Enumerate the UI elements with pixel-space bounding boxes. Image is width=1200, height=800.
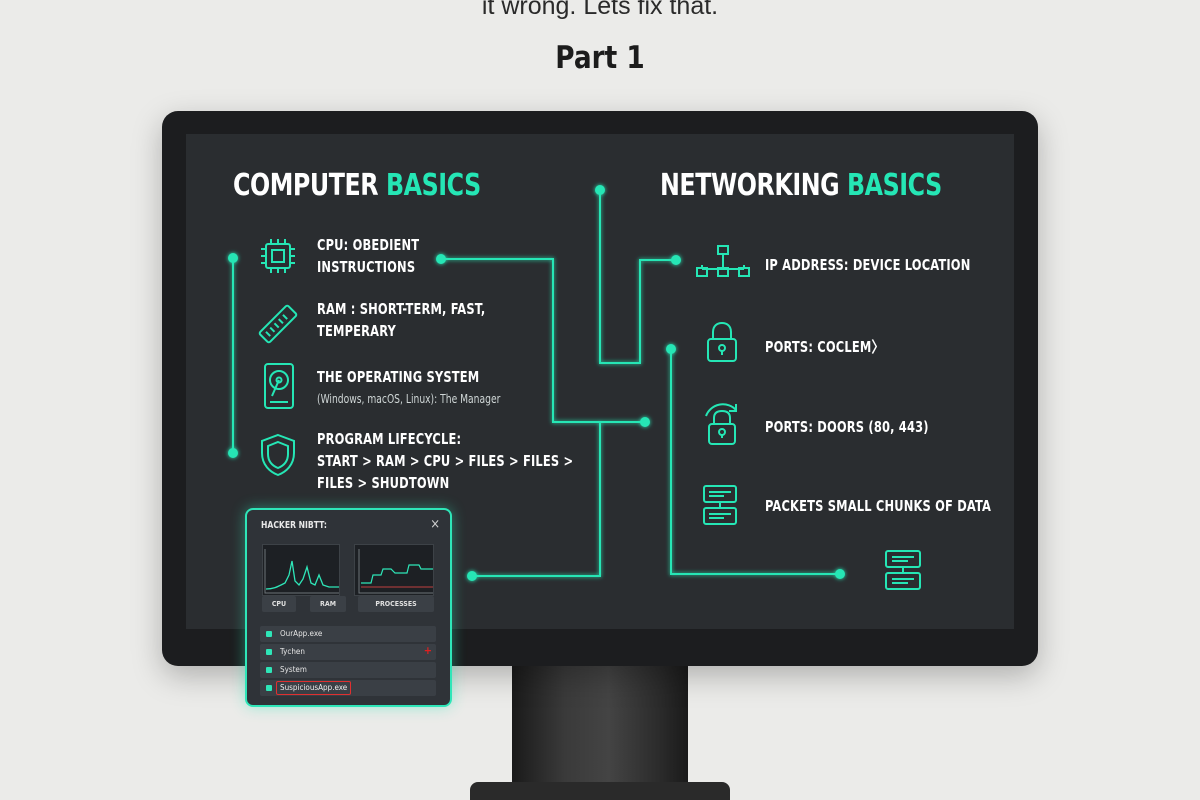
cpu-graph-line — [264, 549, 339, 594]
networking-basics-title: NETWORKING BASICS — [660, 168, 942, 203]
computer-basics-title: COMPUTER BASICS — [233, 168, 481, 203]
monitor-stand-neck — [512, 660, 688, 790]
cpu-graph — [262, 544, 340, 596]
lifecycle-item-line2: START > RAM > CPU > FILES > FILES > — [317, 452, 574, 470]
ram-stick-icon — [256, 304, 300, 344]
suspicious-process-name: SuspiciousApp.exe — [276, 681, 352, 695]
ram-graph — [354, 544, 434, 596]
part-label: Part 1 — [555, 40, 645, 76]
computer-basics-title-accent: BASICS — [385, 168, 481, 203]
ram-item-line1: RAM : SHORT-TERM, FAST, — [317, 300, 486, 318]
os-item: THE OPERATING SYSTEM (Windows, macOS, Li… — [317, 366, 500, 410]
lifecycle-item-line1: PROGRAM LIFECYCLE: — [317, 430, 462, 448]
process-row-suspicious[interactable]: SuspiciousApp.exe — [260, 680, 436, 696]
ram-item-line2: TEMPERARY — [317, 322, 397, 340]
networking-basics-title-accent: BASICS — [847, 168, 942, 203]
alert-flag-icon: + — [423, 644, 432, 657]
cpu-item-line2: INSTRUCTIONS — [317, 258, 416, 276]
cpu-item: CPU: OBEDIENT INSTRUCTIONS — [317, 234, 419, 278]
packets-item: PACKETS SMALL CHUNKS OF DATA — [765, 497, 992, 515]
padlock-icon — [704, 320, 740, 364]
status-dot-icon — [266, 667, 272, 673]
process-name: Tychen — [280, 647, 305, 656]
padlock-refresh-icon — [700, 400, 744, 448]
tab-cpu[interactable]: CPU — [262, 596, 296, 612]
ram-graph-line — [358, 549, 433, 594]
process-row[interactable]: System — [260, 662, 436, 678]
process-name: OurApp.exe — [280, 629, 323, 638]
lifecycle-item: PROGRAM LIFECYCLE: START > RAM > CPU > F… — [317, 428, 573, 494]
lifecycle-item-line3: FILES > SHUDTOWN — [317, 474, 450, 492]
os-item-line2: (Windows, macOS, Linux): The Manager — [317, 392, 501, 406]
ports-doors-item: PORTS: DOORS (80, 443) — [765, 418, 929, 436]
ram-item: RAM : SHORT-TERM, FAST, TEMPERARY — [317, 298, 485, 342]
tab-processes[interactable]: PROCESSES — [358, 596, 434, 612]
tab-ram[interactable]: RAM — [310, 596, 346, 612]
packet-icon — [700, 484, 740, 528]
monitor-stand-base — [470, 782, 730, 800]
cpu-item-line1: CPU: OBEDIENT — [317, 236, 420, 254]
process-row[interactable]: OurApp.exe — [260, 626, 436, 642]
os-item-line1: THE OPERATING SYSTEM — [317, 368, 480, 386]
status-dot-icon — [266, 685, 272, 691]
networking-basics-title-plain: NETWORKING — [660, 168, 840, 203]
hard-drive-icon — [262, 362, 296, 410]
header-subtitle: it wrong. Lets fix that. — [481, 0, 719, 20]
close-icon[interactable]: × — [430, 517, 440, 532]
ports-coclem-item: PORTS: COCLEM〉 — [765, 338, 885, 356]
shield-icon — [258, 433, 298, 477]
status-dot-icon — [266, 631, 272, 637]
ip-address-item: IP ADDRESS: DEVICE LOCATION — [765, 256, 971, 274]
network-nodes-icon — [696, 244, 750, 280]
status-dot-icon — [266, 649, 272, 655]
computer-basics-title-plain: COMPUTER — [233, 168, 379, 203]
packet-icon — [882, 548, 926, 594]
hacker-panel-title: HACKER NIBTT: — [261, 520, 327, 531]
cpu-chip-icon — [258, 236, 298, 276]
process-row[interactable]: Tychen + — [260, 644, 436, 660]
process-name: System — [280, 665, 307, 674]
